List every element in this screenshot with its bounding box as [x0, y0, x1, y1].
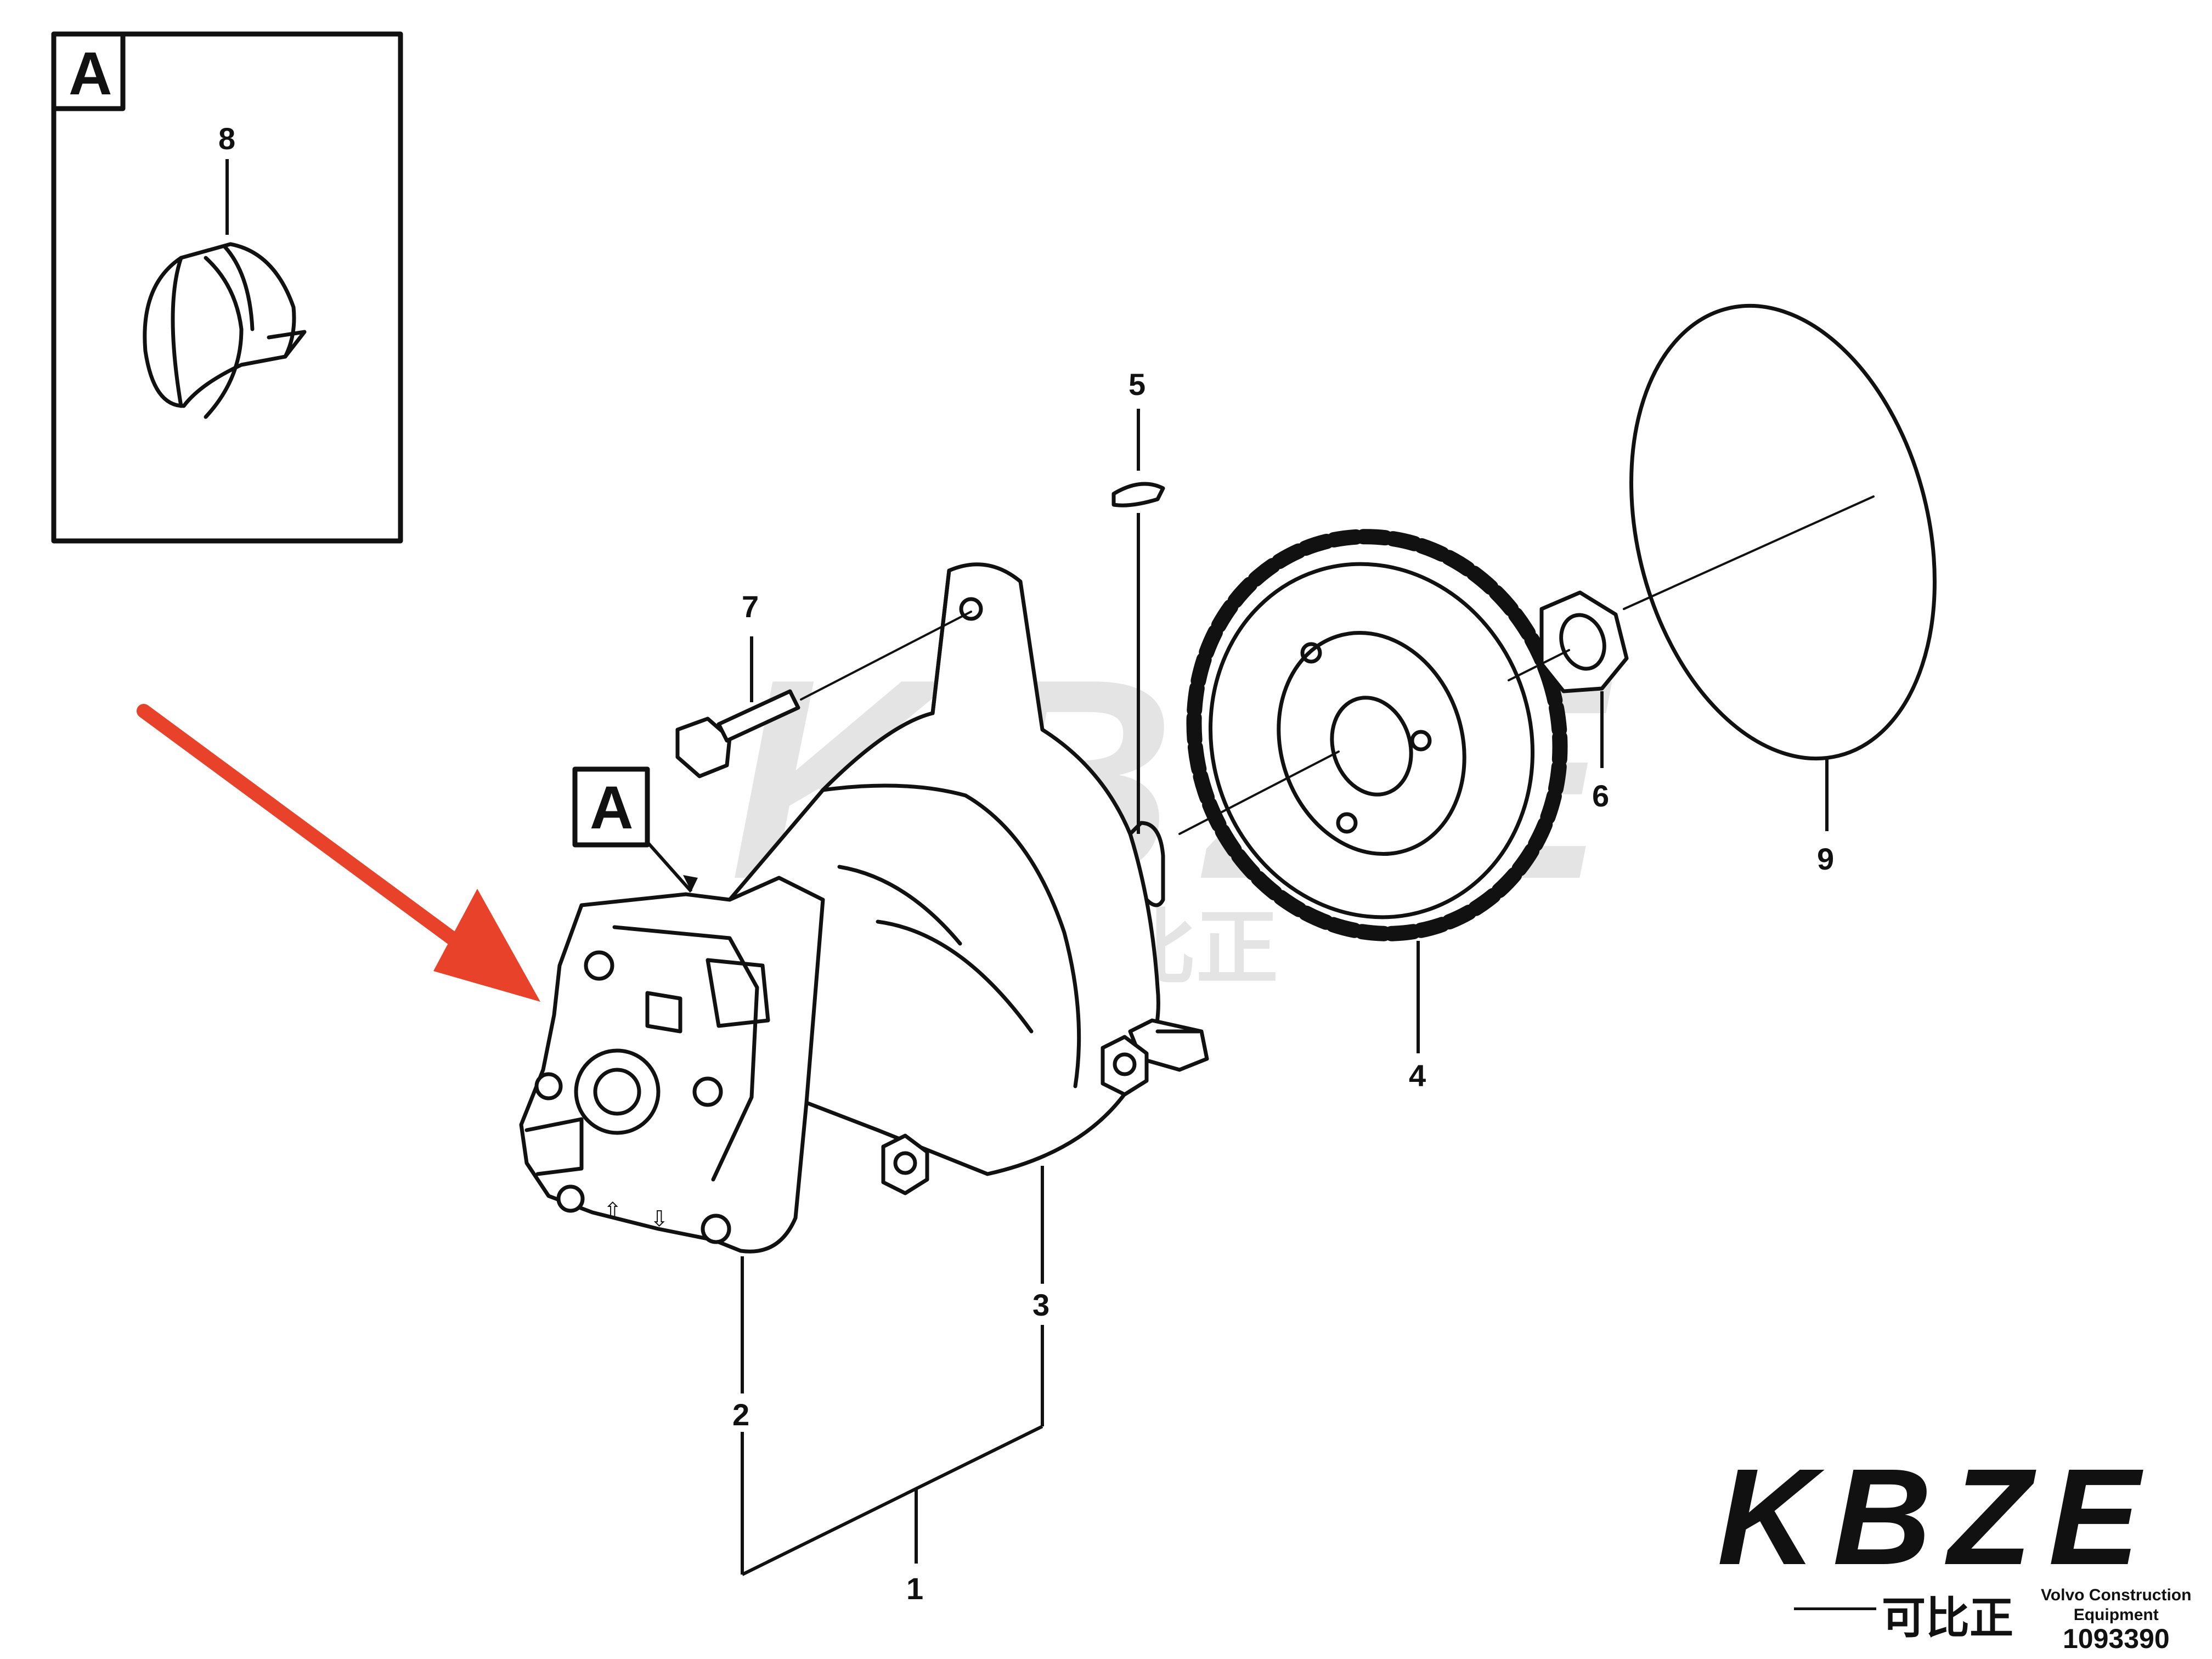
o-ring-9-part: 9: [1623, 303, 1937, 876]
callout-8: 8: [218, 121, 235, 156]
head-bolts: [534, 950, 731, 1244]
callout-9: 9: [1817, 842, 1834, 876]
woodruff-key-8-part: [143, 242, 307, 419]
callout-7: 7: [742, 589, 759, 624]
manufacturer-name: Volvo Construction Equipment: [2041, 1585, 2191, 1625]
callout-4: 4: [1409, 1058, 1426, 1093]
flange-bolt: [1101, 1035, 1149, 1097]
lower-bolt: [881, 1133, 929, 1195]
arrow-down-icon: ⇩: [650, 1206, 669, 1232]
callout-6: 6: [1592, 778, 1609, 813]
pump-head-2-part: ⇧ ⇩: [519, 876, 825, 1254]
callout-1: 1: [906, 1571, 923, 1606]
arrow-up-icon: ⇧: [603, 1198, 622, 1223]
manufacturer-line-1: Volvo Construction: [2041, 1586, 2192, 1604]
nut-6-part: 6: [1508, 590, 1629, 813]
callout-3: 3: [1032, 1288, 1049, 1322]
brand-logo: KBZE: [1717, 1440, 2157, 1593]
inset-box-label: A: [69, 40, 112, 108]
pump-housing-3-part: [727, 562, 1209, 1195]
gear-4-part: 4: [1178, 529, 1568, 1093]
brand-underline: [1794, 1607, 1876, 1610]
manufacturer-line-2: Equipment: [2073, 1606, 2159, 1624]
part-number: 1093390: [2063, 1623, 2170, 1654]
brand-cn-name: 可比正: [1882, 1593, 2013, 1644]
callout-5: 5: [1128, 367, 1146, 402]
brand-block: KBZE 可比正 Volvo Construction Equipment 10…: [1701, 1448, 2211, 1659]
inset-detail-a: A 8: [51, 31, 403, 544]
callout-2: 2: [732, 1397, 749, 1432]
red-pointer-arrow: [137, 704, 540, 1002]
view-marker-a: A: [572, 766, 698, 893]
view-marker-label: A: [590, 774, 633, 842]
assembly-bracket: [741, 1166, 1044, 1576]
key-5-part: 5: [1111, 367, 1165, 834]
bolt-7-part: 7: [675, 589, 972, 778]
